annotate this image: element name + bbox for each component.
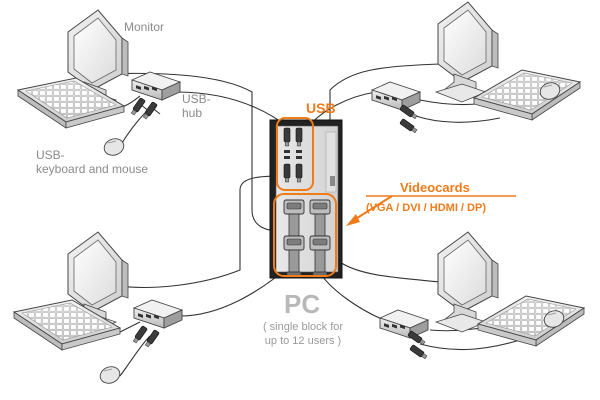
- usb-label: USB: [306, 100, 336, 116]
- usb-hub-icon: [133, 299, 183, 329]
- usb-plug-icon: [143, 329, 160, 349]
- usb-hub-label-line1: USB-: [182, 92, 211, 106]
- videocards-label: Videocards: [400, 180, 470, 195]
- monitor-icon: [435, 1, 499, 103]
- usb-ports: [283, 127, 303, 183]
- usb-hub-icon: [131, 71, 181, 101]
- usb-hub-label-line2: hub: [182, 106, 203, 120]
- usb-hub-icon: [379, 309, 429, 339]
- usb-plug-icon: [399, 118, 419, 135]
- keyboard-icon: [13, 299, 121, 351]
- video-types-label: (VGA / DVI / HDMI / DP): [366, 202, 486, 214]
- usb-highlight: [276, 117, 314, 191]
- pc-sub-label-line2: up to 12 users ): [264, 335, 342, 347]
- mouse-icon: [97, 363, 123, 387]
- workstation-bottom-right: [379, 231, 585, 361]
- keyboard-icon: [473, 69, 581, 121]
- pc-tower-icon: [269, 119, 343, 279]
- mouse-icon: [101, 135, 127, 159]
- keyboard-icon: [17, 77, 125, 129]
- pc-sub-label-line1: ( single block for: [262, 321, 344, 333]
- monitor-icon: [435, 231, 499, 333]
- workstation-top-right: [371, 1, 581, 135]
- usb-keyboard-label-line1: USB-: [36, 148, 65, 162]
- videocards-arrow-head: [346, 214, 360, 226]
- pc-label: PC: [284, 289, 321, 319]
- workstation-bottom-left: [13, 231, 183, 387]
- usb-hub-icon: [371, 81, 421, 111]
- monitor-label: Monitor: [124, 20, 165, 34]
- videocards-arrow: [353, 195, 393, 221]
- usb-plug-icon: [409, 344, 429, 361]
- videocards-highlight: [273, 193, 337, 277]
- keyboard-icon: [477, 295, 585, 347]
- usb-keyboard-label-line2: keyboard and mouse: [36, 162, 149, 176]
